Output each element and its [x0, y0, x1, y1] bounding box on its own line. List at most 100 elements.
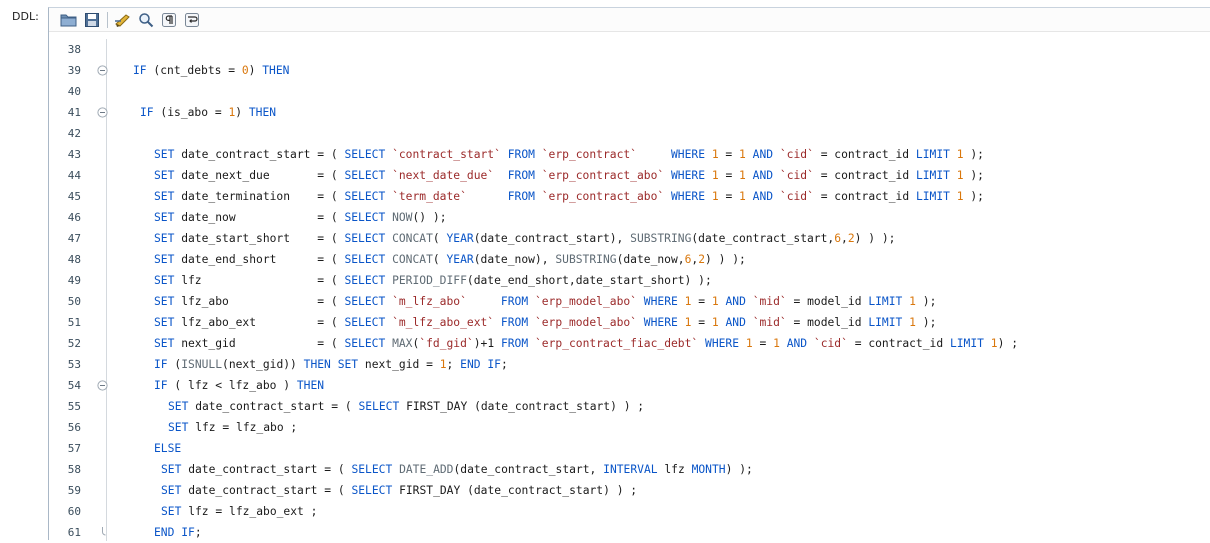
code-token: ); [915, 295, 937, 308]
code-token: , [691, 253, 699, 266]
code-token: `fd_gid` [419, 337, 474, 350]
code-token [773, 148, 780, 161]
code-token: SET [154, 253, 175, 266]
code-token: FROM [500, 295, 529, 308]
code-token: LIMIT [949, 337, 984, 350]
format-button[interactable] [113, 10, 133, 30]
line-number: 54 [67, 379, 81, 392]
code-token: WHERE [670, 148, 705, 161]
code-token [528, 316, 535, 329]
code-line[interactable]: 38 [49, 39, 1210, 60]
code-token [535, 169, 542, 182]
code-token: INTERVAL [603, 463, 658, 476]
fold-toggle-icon[interactable] [96, 60, 108, 81]
code-token: ) [248, 64, 263, 77]
code-line[interactable]: 44 SET date_next_due = ( SELECT `next_dat… [49, 165, 1210, 186]
save-button[interactable] [82, 10, 102, 30]
code-token: (date_contract_start), [473, 232, 631, 245]
code-token: SELECT [344, 295, 386, 308]
line-number: 41 [67, 106, 81, 119]
word-wrap-button[interactable] [182, 10, 202, 30]
show-whitespace-button[interactable] [159, 10, 179, 30]
code-token: ; [194, 526, 202, 539]
line-number: 47 [67, 232, 81, 245]
code-token [950, 148, 957, 161]
code-token [494, 169, 508, 182]
line-number: 44 [67, 169, 81, 182]
code-text: SET lfz_abo_ext = ( SELECT `m_lfz_abo_ex… [154, 312, 936, 333]
fold-toggle-icon[interactable] [96, 375, 108, 396]
code-token: 1 [228, 106, 236, 119]
code-text: SET lfz = lfz_abo_ext ; [161, 501, 317, 522]
pilcrow-icon [162, 12, 176, 27]
code-token: ( lfz < lfz_abo ) [167, 379, 297, 392]
code-token: = contract_id [813, 169, 916, 182]
code-line[interactable]: 40 [49, 81, 1210, 102]
fold-toggle-icon[interactable] [96, 102, 108, 123]
code-token [528, 295, 535, 308]
code-token: , [841, 232, 848, 245]
code-token: = contract_id [813, 190, 916, 203]
line-number: 61 [67, 526, 81, 539]
code-text: SET lfz = lfz_abo ; [168, 417, 297, 438]
code-token: date_contract_start = ( [188, 400, 359, 413]
code-text: IF (cnt_debts = 0) THEN [133, 60, 289, 81]
code-text: IF (ISNULL(next_gid)) THEN SET next_gid … [154, 354, 508, 375]
code-token [746, 190, 753, 203]
code-line[interactable]: 42 [49, 123, 1210, 144]
code-token: FROM [507, 169, 535, 182]
code-token: ); [963, 169, 984, 182]
find-button[interactable] [136, 10, 156, 30]
code-token: AND [725, 295, 746, 308]
ddl-label: DDL: [12, 10, 39, 23]
line-number: 48 [67, 253, 81, 266]
fold-guide-line [106, 39, 107, 541]
line-number: 40 [67, 85, 81, 98]
code-token [705, 148, 712, 161]
code-token: lfz = ( [174, 274, 345, 287]
code-token: ); [963, 190, 984, 203]
code-token: WHERE [643, 295, 678, 308]
code-token: YEAR [446, 232, 474, 245]
line-number: 57 [67, 442, 81, 455]
code-token: ) [235, 106, 249, 119]
code-token [705, 169, 712, 182]
code-text: SET date_next_due = ( SELECT `next_date_… [154, 165, 984, 186]
open-folder-button[interactable] [59, 10, 79, 30]
code-token [535, 190, 542, 203]
code-token: (date_end_short,date_start_short) ); [466, 274, 712, 287]
code-token: date_contract_start = ( [181, 463, 352, 476]
code-token: SET [154, 316, 175, 329]
code-token: SELECT [344, 148, 386, 161]
code-token: AND [752, 169, 774, 182]
code-token: date_start_short = ( [174, 232, 345, 245]
code-token: 1 [684, 316, 692, 329]
code-token: 1 [956, 148, 964, 161]
line-number: 46 [67, 211, 81, 224]
code-token: 1 [956, 169, 964, 182]
code-token: = model_id [786, 295, 869, 308]
code-token: date_next_due = ( [174, 169, 345, 182]
